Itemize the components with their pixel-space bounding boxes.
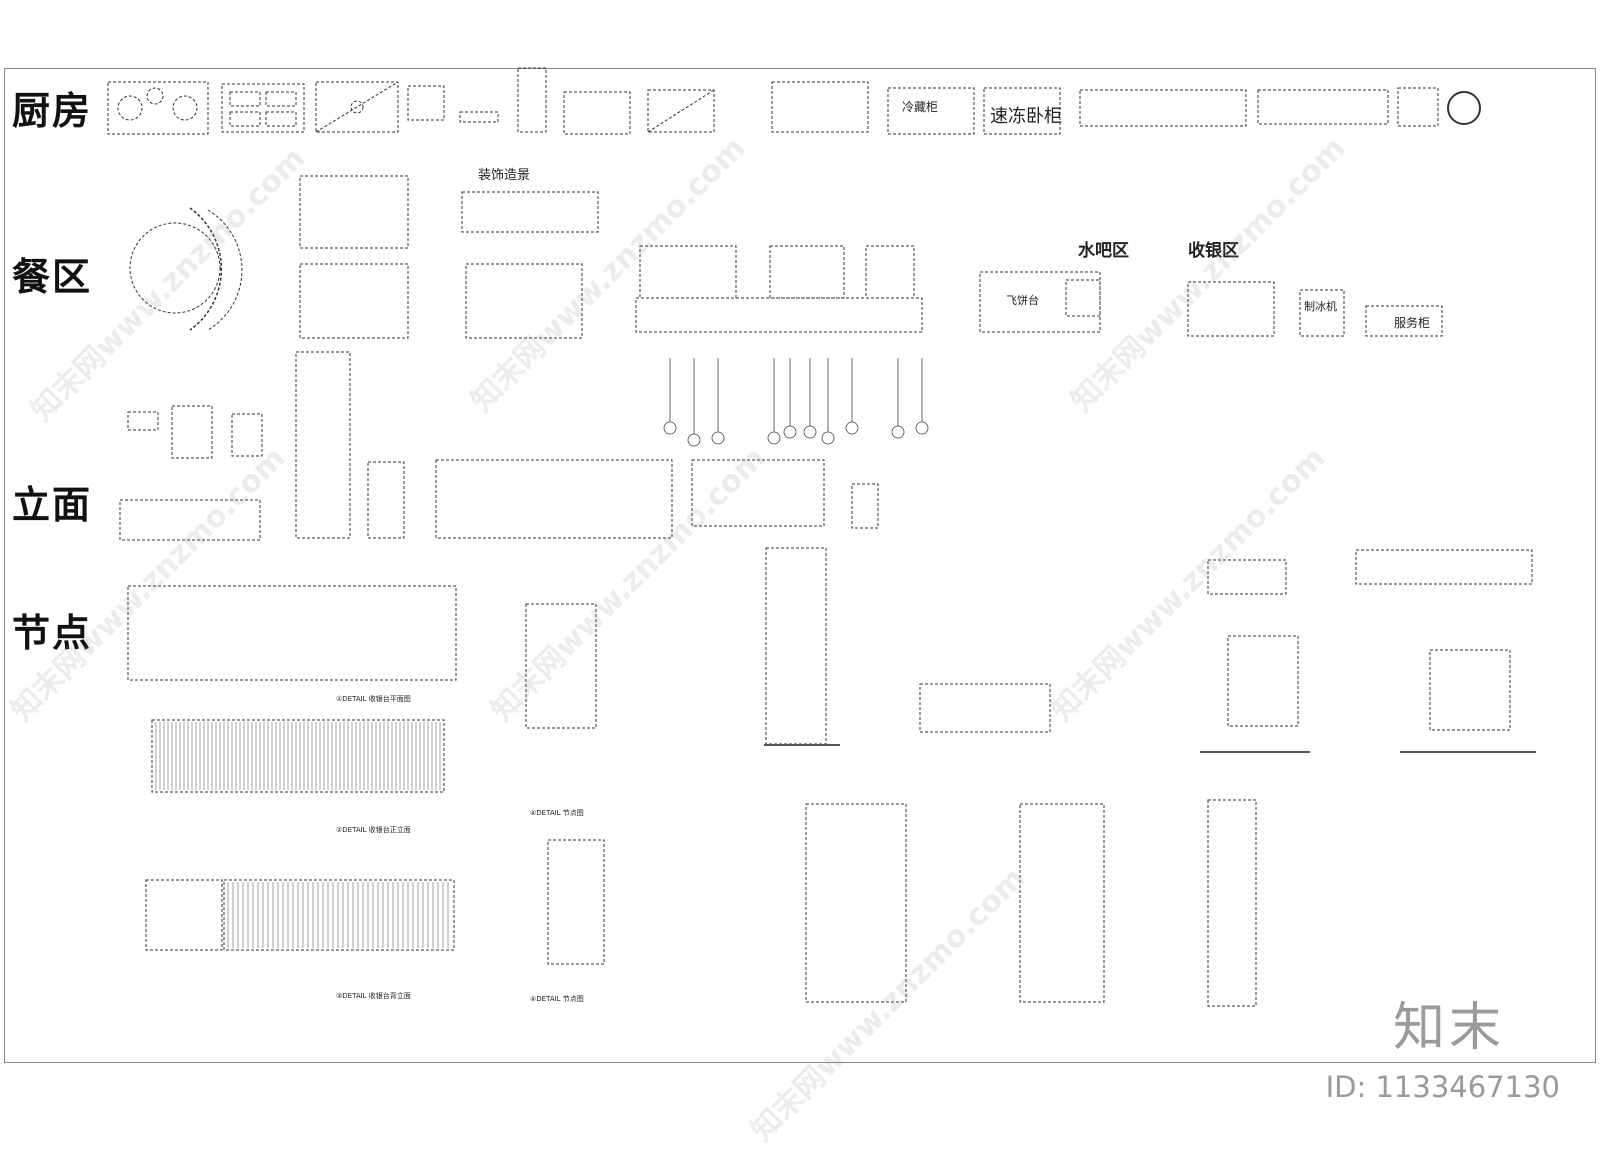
label-decor-scene: 装饰造景 (478, 168, 531, 183)
kitchen-rack (407, 85, 445, 121)
kitchen-fridge-1 (563, 91, 631, 135)
booth-bench (635, 297, 923, 333)
kitchen-round-object (1447, 91, 1481, 125)
node-section-1 (525, 603, 597, 729)
ice-maker (1299, 289, 1345, 337)
booth-c (865, 245, 915, 299)
label-service-cabinet: 服务柜 (1394, 316, 1431, 330)
kitchen-unit (1397, 87, 1439, 127)
node-section-4 (919, 683, 1051, 733)
elevation-booth-back (691, 459, 825, 527)
kitchen-counter-long (1079, 89, 1247, 127)
label-water-bar: 水吧区 (1078, 241, 1129, 261)
kitchen-sink (315, 81, 399, 133)
row-label-kitchen: 厨房 (12, 89, 93, 133)
caption-node-b: ④DETAIL 节点图 (530, 995, 584, 1003)
kitchen-freezer (983, 87, 1061, 135)
dining-table-4c (465, 263, 583, 339)
dining-table-4b (299, 263, 409, 339)
kitchen-sink-triple (1257, 89, 1389, 125)
wall-node-1 (805, 803, 907, 1003)
row-label-dining: 餐区 (12, 255, 93, 299)
row-label-detail: 节点 (12, 611, 93, 655)
caption-cashier-back: ③DETAIL 收银台背立面 (336, 992, 411, 1000)
label-ice-maker: 制冰机 (1304, 300, 1337, 313)
cashier-front-elevation (151, 719, 445, 793)
image-id: ID: 1133467130 (1325, 1070, 1560, 1104)
cashier-plan (127, 585, 457, 681)
elevation-hex-panel (295, 351, 351, 539)
kitchen-stove (107, 81, 209, 135)
elevation-planter-box (119, 499, 261, 541)
label-cold-cabinet: 冷藏柜 (902, 100, 939, 114)
floor-drain-section-2 (1355, 549, 1533, 585)
caption-cashier-front: ②DETAIL 收银台正立面 (336, 826, 411, 834)
round-table (129, 222, 221, 314)
elevation-green-wall (435, 459, 673, 539)
mop-sink-section-1 (1227, 635, 1299, 727)
wall-node-2 (1019, 803, 1105, 1003)
node-section-2 (547, 839, 605, 965)
kitchen-cold-cabinet (887, 87, 975, 135)
kitchen-grill (221, 83, 305, 133)
floor-drain-section-1 (1207, 559, 1287, 595)
label-flying-cake: 飞饼台 (1006, 294, 1039, 307)
label-freezer: 速冻卧柜 (990, 106, 1062, 127)
caption-node-a: ④DETAIL 节点图 (530, 809, 584, 817)
decor-planter (461, 191, 599, 233)
row-label-elevation: 立面 (12, 483, 93, 527)
cashier-back-elevation-right (223, 879, 455, 951)
elevation-hex-small (367, 461, 405, 539)
cashier-counter (1187, 281, 1275, 337)
dining-table-4a (299, 175, 409, 249)
label-cashier: 收银区 (1188, 241, 1239, 261)
booth-b (769, 245, 845, 299)
node-section-3 (765, 547, 827, 745)
brand-logo: 知末 (1392, 998, 1505, 1058)
kitchen-worktable (771, 81, 869, 133)
cashier-back-elevation-left (145, 879, 223, 951)
kitchen-fridge-2 (647, 89, 715, 133)
drawing-frame (4, 68, 1596, 1063)
service-cabinet (1365, 305, 1443, 337)
mop-sink-section-2 (1429, 649, 1511, 731)
wall-node-3 (1207, 799, 1257, 1007)
caption-cashier-plan: ①DETAIL 收银台平面图 (336, 695, 411, 703)
water-bar-counter (979, 271, 1101, 333)
